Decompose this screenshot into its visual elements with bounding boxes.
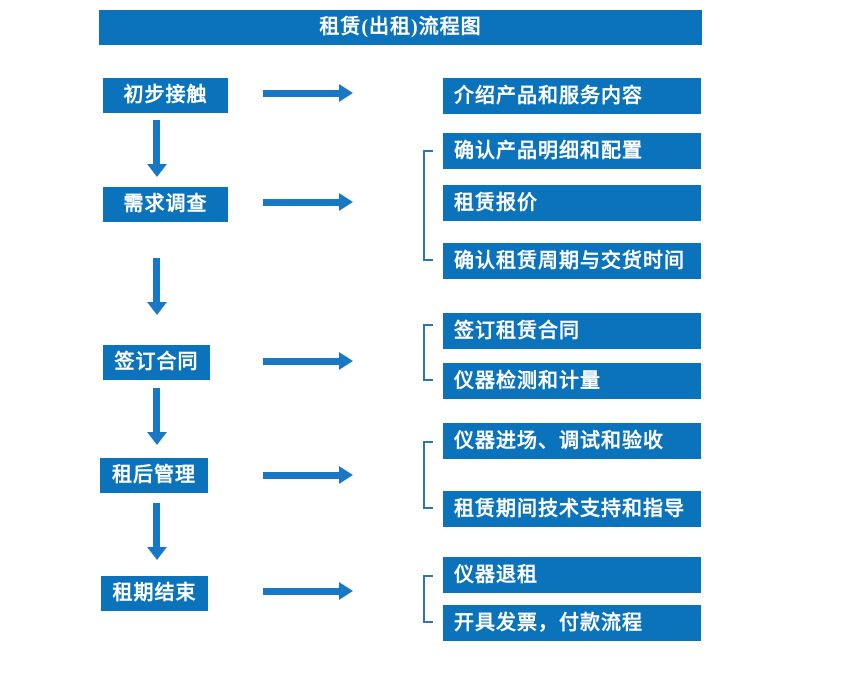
right-arrow-shaft: [263, 90, 339, 97]
right-arrow-head-icon: [339, 582, 353, 600]
detail-instrument-entry-debug-acceptance: 仪器进场、调试和验收: [443, 423, 701, 459]
step-demand-survey: 需求调查: [103, 187, 228, 222]
step-initial-contact: 初步接触: [103, 78, 228, 113]
detail-introduce-product-services: 介绍产品和服务内容: [443, 78, 701, 114]
detail-rental-quote: 租赁报价: [443, 185, 701, 221]
detail-invoice-payment-process: 开具发票，付款流程: [443, 605, 701, 641]
down-arrow-3: [147, 388, 167, 445]
down-arrow-shaft: [153, 388, 160, 432]
detail-rental-period-tech-support: 租赁期间技术支持和指导: [443, 491, 701, 527]
down-arrow-head-icon: [147, 302, 167, 315]
page-title: 租赁(出租)流程图: [99, 10, 702, 45]
detail-confirm-rental-period-delivery: 确认租赁周期与交货时间: [443, 243, 701, 279]
right-arrow-5: [263, 582, 353, 600]
down-arrow-shaft: [153, 258, 160, 302]
down-arrow-shaft: [153, 503, 160, 547]
right-arrow-shaft: [263, 472, 339, 479]
down-arrow-4: [147, 503, 167, 560]
down-arrow-1: [147, 120, 167, 177]
right-arrow-1: [263, 84, 353, 102]
right-arrow-3: [263, 352, 353, 370]
right-arrow-shaft: [263, 199, 339, 206]
right-arrow-2: [263, 193, 353, 211]
detail-instrument-testing-measurement: 仪器检测和计量: [443, 363, 701, 399]
detail-sign-rental-contract: 签订租赁合同: [443, 313, 701, 349]
right-arrow-4: [263, 466, 353, 484]
step-rental-end: 租期结束: [101, 576, 208, 611]
down-arrow-shaft: [153, 120, 160, 164]
bracket-group-rental-end: [423, 575, 433, 623]
bracket-group-sign-contract: [423, 324, 433, 381]
right-arrow-head-icon: [339, 193, 353, 211]
detail-confirm-product-details-config: 确认产品明细和配置: [443, 133, 701, 169]
bracket-group-demand-survey: [423, 150, 433, 261]
right-arrow-shaft: [263, 588, 339, 595]
right-arrow-head-icon: [339, 466, 353, 484]
down-arrow-head-icon: [147, 547, 167, 560]
right-arrow-shaft: [263, 358, 339, 365]
step-sign-contract: 签订合同: [103, 345, 210, 380]
down-arrow-head-icon: [147, 432, 167, 445]
right-arrow-head-icon: [339, 84, 353, 102]
bracket-group-post-rental: [423, 441, 433, 509]
down-arrow-head-icon: [147, 164, 167, 177]
down-arrow-2: [147, 258, 167, 315]
step-post-rental-management: 租后管理: [100, 458, 208, 493]
detail-instrument-return: 仪器退租: [443, 557, 701, 593]
right-arrow-head-icon: [339, 352, 353, 370]
